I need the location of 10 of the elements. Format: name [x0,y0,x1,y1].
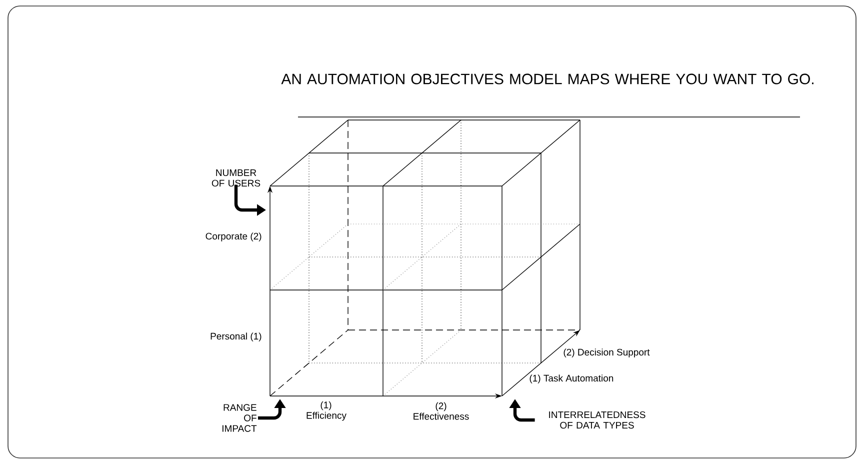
title: AN AUTOMATION OBJECTIVES MODEL MAPS WHERE YOU WANT TO GO. [281,74,814,84]
axis-name: RANGE OF IMPACT [222,404,257,432]
axis-value-label: Personal (1) [210,332,262,342]
axis-name: NUMBER OF USERS [212,169,260,187]
axis-value-label: (2) Effectiveness [414,402,469,420]
axis-value-label: Corporate (2) [206,232,262,242]
axis-value-label: (1) Efficiency [306,401,346,421]
axis-value-label: (1) Task Automation [530,374,614,384]
axis-name: INTERRELATEDNESS OF DATA TYPES [549,411,646,429]
axis-value-label: (2) Decision Support [564,348,650,358]
